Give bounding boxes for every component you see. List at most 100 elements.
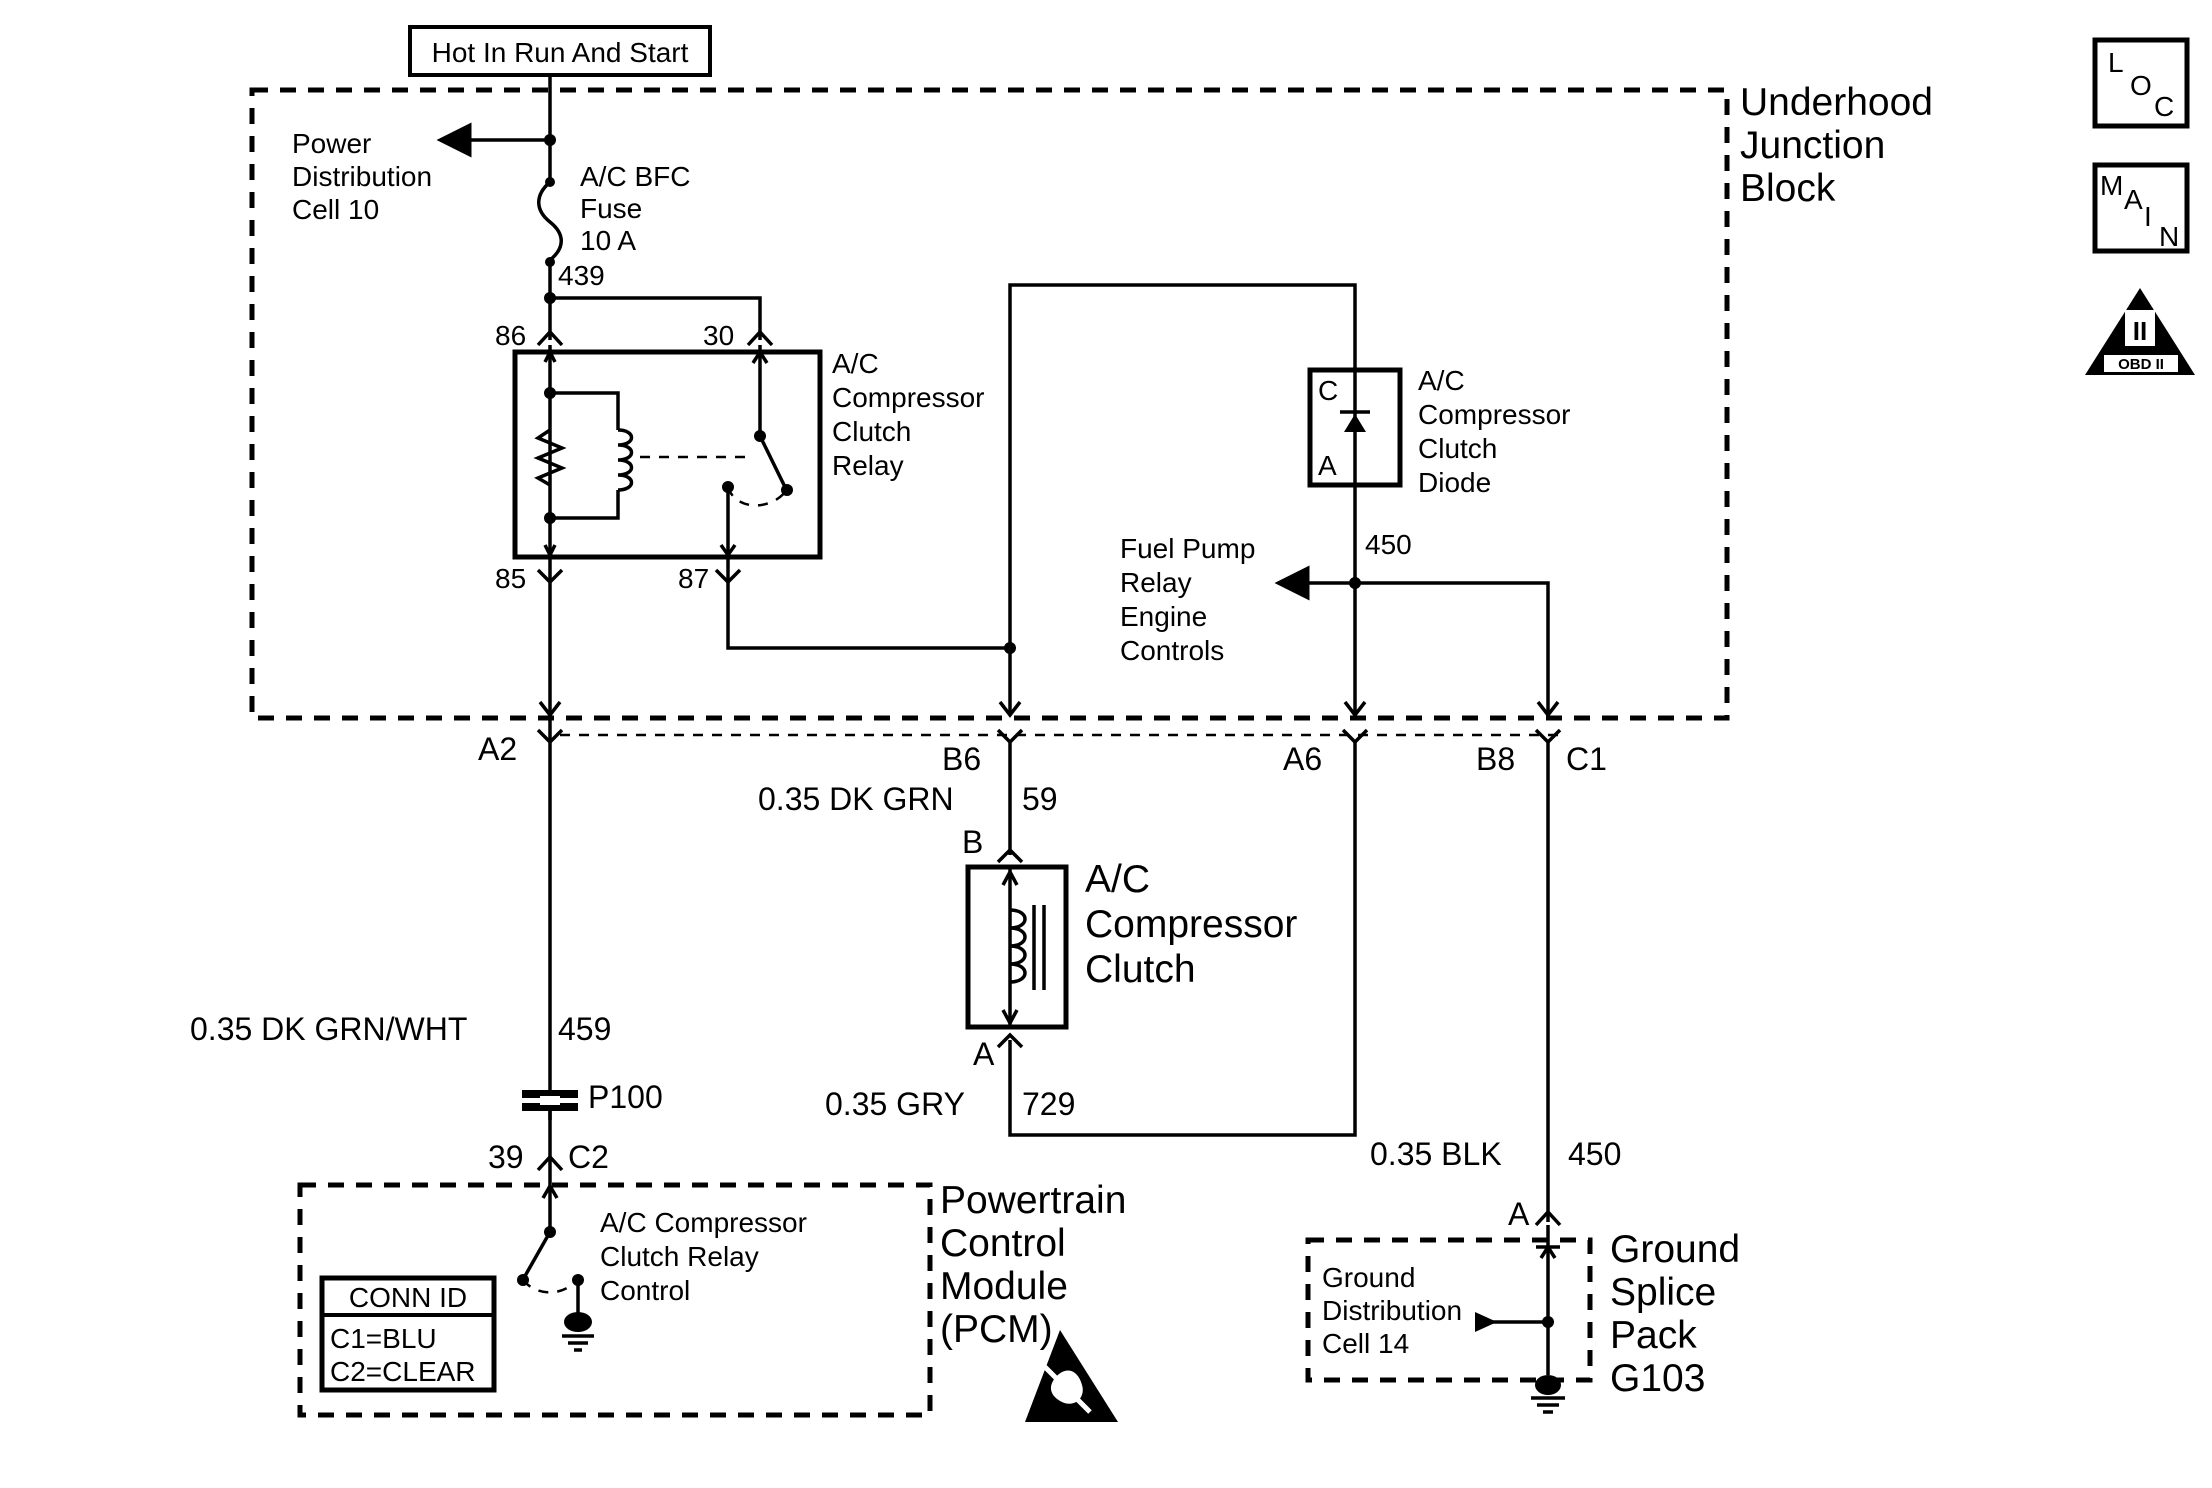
svg-text:Clutch Relay: Clutch Relay	[600, 1241, 759, 1272]
svg-text:O: O	[2130, 70, 2152, 101]
pcm-control-label: A/C Compressor Clutch Relay Control	[600, 1207, 807, 1306]
svg-text:I: I	[2144, 201, 2152, 232]
ground-pin-a: A	[1508, 1196, 1530, 1232]
svg-text:Splice: Splice	[1610, 1271, 1716, 1314]
svg-text:Cell 14: Cell 14	[1322, 1328, 1409, 1359]
svg-text:A/C: A/C	[832, 348, 879, 379]
power-distribution-label: Power Distribution Cell 10	[292, 128, 432, 225]
pcm-relay-control-switch	[517, 1180, 594, 1352]
svg-text:A/C Compressor: A/C Compressor	[600, 1207, 807, 1238]
wire-59-label: 59	[1022, 781, 1058, 817]
svg-text:N: N	[2159, 221, 2179, 252]
svg-text:II: II	[2133, 316, 2147, 346]
diode-label: A/C Compressor Clutch Diode	[1418, 365, 1570, 498]
svg-text:Fuse: Fuse	[580, 193, 642, 224]
power-source-label: Hot In Run And Start	[408, 25, 712, 77]
svg-text:Block: Block	[1740, 167, 1836, 210]
svg-text:M: M	[2100, 170, 2123, 201]
wire-blk-label: 0.35 BLK	[1370, 1136, 1502, 1172]
ground-splice-internals	[1475, 1225, 1565, 1414]
svg-text:Distribution: Distribution	[292, 161, 432, 192]
relay-pin-85: 85	[495, 563, 526, 594]
svg-text:Module: Module	[940, 1265, 1068, 1308]
ground-splice-pack-outline	[1305, 1237, 1593, 1383]
connector-a2: A2	[478, 731, 517, 767]
svg-text:OBD II: OBD II	[2118, 356, 2164, 373]
svg-text:L: L	[2108, 47, 2124, 78]
wire-729-label: 729	[1022, 1086, 1075, 1122]
wire-439-label: 439	[558, 260, 605, 291]
ac-compressor-clutch	[965, 864, 1069, 1030]
svg-text:Relay: Relay	[832, 450, 904, 481]
connector-b8: B8	[1476, 741, 1515, 777]
relay-pin-86: 86	[495, 320, 526, 351]
svg-text:Ground: Ground	[1610, 1228, 1740, 1271]
ac-compressor-clutch-relay	[512, 329, 823, 585]
svg-text:Power: Power	[292, 128, 371, 159]
svg-text:A/C: A/C	[1085, 858, 1150, 901]
svg-text:G103: G103	[1610, 1357, 1705, 1400]
conn-id-table: CONN ID C1=BLU C2=CLEAR	[319, 1275, 497, 1393]
svg-text:Junction: Junction	[1740, 124, 1885, 167]
fuel-pump-label: Fuel Pump Relay Engine Controls	[1120, 533, 1255, 666]
svg-text:Clutch: Clutch	[1418, 433, 1497, 464]
svg-text:C: C	[2154, 91, 2174, 122]
svg-text:Compressor: Compressor	[832, 382, 984, 413]
clutch-pin-a: A	[973, 1036, 995, 1072]
pcm-connector-c2: C2	[568, 1139, 609, 1175]
svg-text:Compressor: Compressor	[1418, 399, 1570, 430]
relay-label: A/C Compressor Clutch Relay	[832, 348, 984, 481]
p100-label: P100	[588, 1079, 663, 1115]
svg-text:10 A: 10 A	[580, 225, 636, 256]
obd-ii-icon[interactable]: II OBD II	[2085, 288, 2195, 375]
svg-text:Fuel Pump: Fuel Pump	[1120, 533, 1255, 564]
loc-icon[interactable]: L O C	[2092, 37, 2190, 129]
svg-text:Clutch: Clutch	[1085, 948, 1196, 991]
svg-text:Underhood: Underhood	[1740, 81, 1933, 124]
svg-text:C: C	[1318, 375, 1338, 406]
fuse-label: A/C BFC Fuse 10 A	[580, 161, 690, 256]
wire-450-label: 450	[1365, 529, 1412, 560]
svg-text:Distribution: Distribution	[1322, 1295, 1462, 1326]
svg-text:CONN ID: CONN ID	[349, 1282, 467, 1313]
svg-text:Clutch: Clutch	[832, 416, 911, 447]
underhood-junction-block-title: Underhood Junction Block	[1740, 81, 1933, 210]
svg-text:Control: Control	[940, 1222, 1066, 1265]
connector-b6: B6	[942, 741, 981, 777]
wire-dk-grn-label: 0.35 DK GRN	[758, 781, 954, 817]
svg-text:Ground: Ground	[1322, 1262, 1415, 1293]
relay-pin-30: 30	[703, 320, 734, 351]
svg-text:C2=CLEAR: C2=CLEAR	[330, 1356, 476, 1387]
main-icon[interactable]: M A I N	[2092, 162, 2190, 254]
svg-text:A/C BFC: A/C BFC	[580, 161, 690, 192]
svg-text:Cell 10: Cell 10	[292, 194, 379, 225]
ac-compressor-clutch-diode: C A	[1307, 367, 1403, 488]
svg-text:Diode: Diode	[1418, 467, 1491, 498]
wire-459-label: 459	[558, 1011, 611, 1047]
svg-text:(PCM): (PCM)	[940, 1308, 1053, 1351]
wire-gry-label: 0.35 GRY	[825, 1086, 965, 1122]
svg-text:Relay: Relay	[1120, 567, 1192, 598]
svg-text:C1=BLU: C1=BLU	[330, 1323, 437, 1354]
underhood-junction-block-outline	[249, 87, 1730, 721]
relay-pin-87: 87	[678, 563, 709, 594]
pcm-label: Powertrain Control Module (PCM)	[940, 1179, 1126, 1351]
clutch-pin-b: B	[962, 824, 983, 860]
p100-connector	[522, 1090, 578, 1111]
ground-distribution-label: Ground Distribution Cell 14	[1322, 1262, 1462, 1359]
svg-text:Hot In Run And Start: Hot In Run And Start	[432, 37, 689, 68]
svg-text:Engine: Engine	[1120, 601, 1207, 632]
svg-text:Controls: Controls	[1120, 635, 1224, 666]
esd-warning-icon	[1025, 1330, 1118, 1422]
clutch-label: A/C Compressor Clutch	[1085, 858, 1297, 991]
wire-dk-grn-wht-label: 0.35 DK GRN/WHT	[190, 1011, 467, 1047]
wire-450-blk-label: 450	[1568, 1136, 1621, 1172]
pcm-pin-39: 39	[488, 1139, 524, 1175]
pcm-outline	[297, 1182, 933, 1418]
svg-text:A: A	[1318, 450, 1337, 481]
svg-text:A/C: A/C	[1418, 365, 1465, 396]
fuse-symbol	[537, 180, 563, 262]
connector-a6: A6	[1283, 741, 1322, 777]
svg-text:Control: Control	[600, 1275, 690, 1306]
